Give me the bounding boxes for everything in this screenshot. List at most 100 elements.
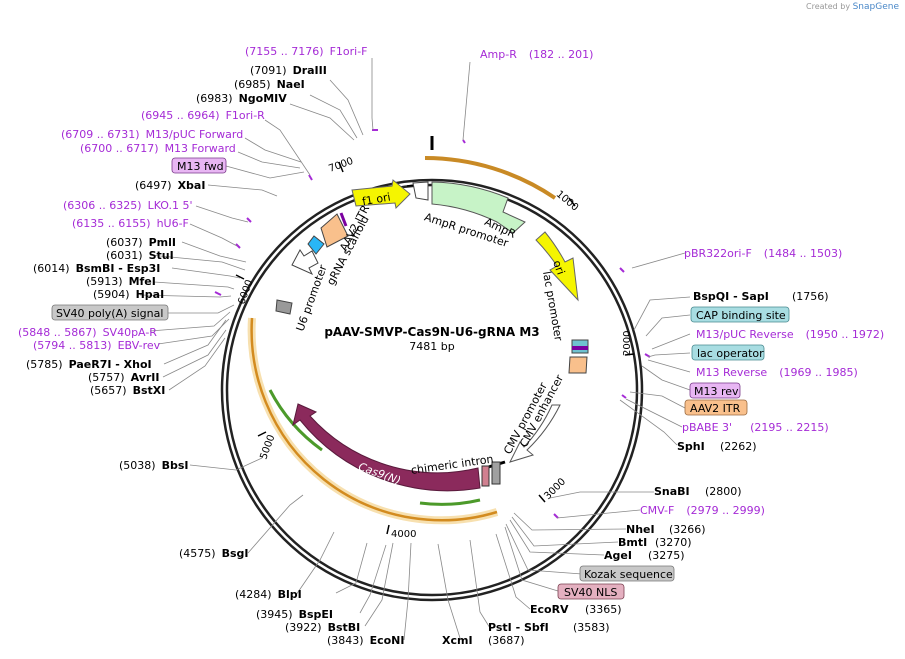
label-kozak-box[interactable]: Kozak sequence (579, 565, 675, 582)
label-m13puc-reverse[interactable]: M13/pUC Reverse(1950 .. 1972) (696, 328, 884, 341)
label-ecorv[interactable]: EcoRV (3365) (530, 603, 622, 616)
svg-text:(6945 .. 6964)F1ori-R: (6945 .. 6964)F1ori-R (141, 109, 265, 122)
tick-5000: 5000 (257, 431, 278, 461)
label-bspqi-sapi[interactable]: BspQI - SapI (1756) (693, 290, 829, 303)
label-ebv-rev[interactable]: (5794 .. 5813)EBV-rev (33, 339, 161, 352)
label-agei[interactable]: AgeI (3275) (604, 549, 685, 562)
label-mfei[interactable]: (5913)MfeI (86, 275, 156, 288)
label-psti-sbfi[interactable]: PstI - SbfI (3583) (3687) (488, 621, 610, 647)
label-bsmbi-esp3i[interactable]: (6014)BsmBI - Esp3I (33, 262, 160, 275)
credit-prefix: Created by (806, 2, 851, 11)
label-sv40-nls-box[interactable]: SV40 NLS (557, 583, 625, 600)
label-m13-reverse[interactable]: M13 Reverse(1969 .. 1985) (696, 366, 858, 379)
label-amp-r[interactable]: Amp-R(182 .. 201) (480, 48, 593, 61)
svg-text:(3365): (3365) (585, 603, 622, 616)
label-sv40pa-r[interactable]: (5848 .. 5867)SV40pA-R (18, 326, 157, 339)
svg-text:(6709 .. 6731)M13/pUC Forward: (6709 .. 6731)M13/pUC Forward (61, 128, 243, 141)
svg-text:BmtI: BmtI (618, 536, 647, 549)
grna-scaffold-feature[interactable] (307, 235, 325, 255)
label-draiii[interactable]: (7091)DraIII (250, 64, 327, 77)
label-naei[interactable]: (6985)NaeI (234, 78, 305, 91)
label-lac-operator-box[interactable]: lac operator (691, 344, 765, 361)
svg-text:(3687): (3687) (488, 634, 525, 647)
svg-text:(2262): (2262) (720, 440, 757, 453)
tick-3000: 3000 (538, 476, 568, 503)
svg-text:(5794 .. 5813)EBV-rev: (5794 .. 5813)EBV-rev (33, 339, 161, 352)
label-f1ori-r[interactable]: (6945 .. 6964)F1ori-R (141, 109, 265, 122)
label-m13-rev-box[interactable]: M13 rev (689, 382, 741, 399)
ori-feature[interactable] (535, 231, 579, 302)
f1-ori-feature[interactable] (351, 179, 411, 210)
label-m13-fwd-box[interactable]: M13 fwd (171, 157, 227, 174)
aav2-itr-left-feature[interactable] (320, 213, 349, 248)
svg-text:(5785)PaeR7I - XhoI: (5785)PaeR7I - XhoI (26, 358, 152, 371)
svg-text:(6700 .. 6717)M13 Forward: (6700 .. 6717)M13 Forward (80, 142, 236, 155)
svg-text:pBABE 3'(2195 .. 2215): pBABE 3'(2195 .. 2215) (682, 421, 829, 434)
svg-text:(4284)BlpI: (4284)BlpI (235, 588, 302, 601)
label-sv40-polya-box[interactable]: SV40 poly(A) signal (51, 304, 169, 321)
svg-text:M13/pUC Reverse(1950 .. 1972): M13/pUC Reverse(1950 .. 1972) (696, 328, 884, 341)
primer-mark-lko (246, 217, 252, 223)
primer-mark-hu6f (235, 243, 241, 249)
label-f1ori-f[interactable]: (7155 .. 7176)F1ori-F (245, 45, 368, 58)
svg-text:(6985)NaeI: (6985)NaeI (234, 78, 305, 91)
label-hu6-f[interactable]: (6135 .. 6155)hU6-F (72, 217, 189, 230)
plasmid-title: pAAV-SMVP-Cas9N-U6-gRNA M3 (324, 325, 539, 339)
green-arc-left (268, 389, 323, 452)
cmv-feature[interactable] (509, 404, 561, 463)
backbone-outer-circle (220, 178, 644, 602)
orange-arc-top (424, 156, 557, 200)
label-xcmi[interactable]: XcmI (442, 634, 473, 647)
label-bmti[interactable]: BmtI (3270) (618, 536, 692, 549)
label-lko1[interactable]: (6306 .. 6325)LKO.1 5' (63, 199, 193, 212)
svg-text:(7155 .. 7176)F1ori-F: (7155 .. 7176)F1ori-F (245, 45, 368, 58)
label-bstbi[interactable]: (3922)BstBI (285, 621, 360, 634)
label-m13-forward[interactable]: (6700 .. 6717)M13 Forward (80, 142, 236, 155)
label-bstxi[interactable]: (5657)BstXI (90, 384, 165, 397)
svg-text:(5038)BbsI: (5038)BbsI (119, 459, 188, 472)
cas9n-feature[interactable] (292, 403, 481, 492)
label-stui[interactable]: (6031)StuI (106, 249, 174, 262)
label-aav2-itr-box[interactable]: AAV2 ITR (684, 399, 748, 416)
label-cap-box[interactable]: CAP binding site (690, 306, 790, 323)
label-hpai[interactable]: (5904)HpaI (93, 288, 164, 301)
u6-promoter-feature[interactable] (291, 249, 319, 276)
primer-mark-pbabe3 (621, 394, 627, 399)
ampr-promoter-feature[interactable] (412, 181, 429, 201)
svg-text:(5904)HpaI: (5904)HpaI (93, 288, 164, 301)
svg-text:(6306 .. 6325)LKO.1 5': (6306 .. 6325)LKO.1 5' (63, 199, 193, 212)
label-paer7i-xhoi[interactable]: (5785)PaeR7I - XhoI (26, 358, 152, 371)
label-snabi[interactable]: SnaBI (2800) (654, 485, 742, 498)
label-cmv-f[interactable]: CMV-F(2979 .. 2999) (640, 504, 765, 517)
sv40-polya-feature[interactable] (275, 299, 293, 315)
label-pbabe3[interactable]: pBABE 3'(2195 .. 2215) (682, 421, 829, 434)
label-bsgi[interactable]: (4575)BsgI (179, 547, 248, 560)
tick-2000: 2000 (622, 331, 635, 356)
m13-rev-mark (572, 346, 588, 350)
label-econi[interactable]: (3843)EcoNI (327, 634, 404, 647)
label-m13puc-forward[interactable]: (6709 .. 6731)M13/pUC Forward (61, 128, 243, 141)
label-nhei[interactable]: NheI (3266) (626, 523, 706, 536)
label-sphi[interactable]: SphI (2262) (677, 440, 757, 453)
label-avrii[interactable]: (5757)AvrII (88, 371, 159, 384)
label-ngomiv[interactable]: (6983)NgoMIV (196, 92, 287, 105)
label-bspei[interactable]: (3945)BspEI (256, 608, 333, 621)
label-pmli[interactable]: (6037)PmlI (106, 236, 176, 249)
label-xbai[interactable]: (6497)XbaI (135, 179, 205, 192)
ampr-feature[interactable] (431, 181, 526, 234)
label-pbr322ori-f[interactable]: pBR322ori-F(1484 .. 1503) (684, 247, 842, 260)
svg-text:XcmI: XcmI (442, 634, 473, 647)
svg-text:SV40 poly(A) signal: SV40 poly(A) signal (56, 307, 163, 320)
aav2-itr-right-feature[interactable] (568, 356, 588, 374)
primer-mark-ampr (462, 139, 466, 144)
label-blpi[interactable]: (4284)BlpI (235, 588, 302, 601)
label-bbsi[interactable]: (5038)BbsI (119, 459, 188, 472)
tick-label-7000: 7000 (327, 156, 355, 175)
svg-text:(5657)BstXI: (5657)BstXI (90, 384, 165, 397)
svg-text:(4575)BsgI: (4575)BsgI (179, 547, 248, 560)
primer-mark-cmvf (553, 513, 559, 519)
svg-text:(7091)DraIII: (7091)DraIII (250, 64, 327, 77)
primer-mark-pbr322 (619, 267, 625, 273)
tick-label-5000: 5000 (258, 433, 277, 461)
